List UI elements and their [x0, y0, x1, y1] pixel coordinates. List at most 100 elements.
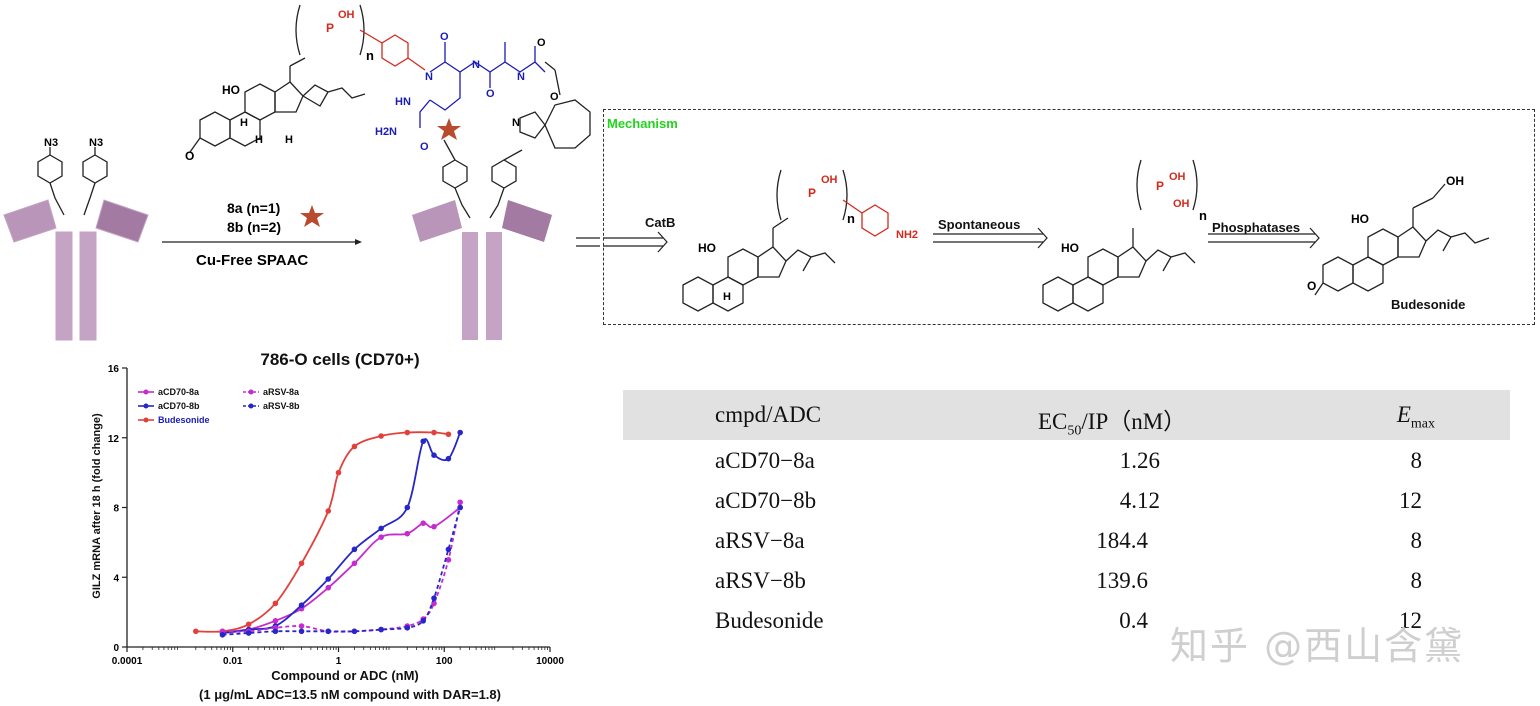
data-point-aRSV-8b [431, 595, 437, 601]
row-name: aCD70−8a [715, 448, 815, 473]
x-tick-label: 0.0001 [112, 656, 143, 665]
amide-o: O [486, 88, 495, 100]
steroid-ho: HO [222, 83, 240, 97]
data-point-aCD70-8a [272, 618, 279, 624]
data-point-aCD70-8a [420, 520, 427, 526]
header-ec50: EC50/IP（nM） [1038, 402, 1186, 440]
ether-o: O [550, 91, 559, 103]
row-name: aRSV−8b [715, 568, 806, 593]
table-row: aCD70−8b 4.12 12 [623, 480, 1510, 520]
legend-label: Budesonide [158, 415, 210, 425]
urea-nh: HN [395, 96, 411, 108]
y-tick-label: 12 [108, 434, 120, 445]
legend-marker [248, 389, 254, 395]
int1-ho: HO [698, 241, 716, 255]
header-emax-sub: max [1410, 416, 1435, 432]
data-point-aRSV-8b [325, 628, 332, 635]
data-point-aRSV-8b [351, 628, 358, 635]
row-emax: 8 [1410, 528, 1423, 553]
steroid-h: H [285, 134, 293, 146]
int2-oh: OH [1173, 198, 1190, 210]
catb-label: CatB [645, 215, 676, 230]
legend-label: aCD70-8a [158, 387, 200, 397]
data-point-aRSV-8b [298, 628, 305, 635]
phosphate-p: P [326, 21, 334, 35]
int1-nh2: NH2 [896, 229, 918, 241]
row-ec50: 0.4 [1119, 608, 1148, 633]
data-point-aCD70-8b [351, 546, 358, 553]
header-emax: Emax [1397, 402, 1435, 433]
data-point-aCD70-8b [404, 504, 411, 511]
azide-label: N3 [44, 137, 58, 149]
series-line-aCD70-8b [222, 432, 461, 634]
antibody-right [412, 200, 552, 340]
table-header: cmpd/ADC EC50/IP（nM） Emax [623, 390, 1510, 440]
mechanism-scheme: HO P OH n NH2 H HO P OH OH n OH HO O [603, 159, 1490, 312]
budesonide-o: O [1307, 279, 1316, 293]
legend-label: aRSV-8a [263, 387, 300, 397]
data-point-aCD70-8a [351, 560, 358, 567]
x-tick-label: 10000 [536, 656, 564, 665]
data-point-aRSV-8b [420, 618, 427, 624]
data-point-aRSV-8b [457, 504, 463, 511]
int2-oh: OH [1169, 171, 1186, 183]
table-row: aRSV−8b 139.6 8 [623, 560, 1510, 600]
spontaneous-label: Spontaneous [938, 217, 1021, 232]
data-point-Budesonide [351, 443, 358, 450]
triazole-n: N [512, 117, 520, 129]
int2-p: P [1156, 179, 1164, 193]
budesonide-ho: HO [1351, 212, 1369, 226]
amide-nh: N [517, 71, 525, 83]
int2-n: n [1199, 208, 1207, 223]
amide-o: O [440, 31, 449, 43]
azide-label: N3 [89, 137, 103, 149]
ec50-table: cmpd/ADC EC50/IP（nM） Emax aCD70−8a 1.26 … [623, 390, 1510, 640]
linker-repeat-n: n [366, 48, 374, 63]
data-point-aRSV-8b [378, 626, 384, 633]
amide-o: O [537, 37, 546, 49]
data-point-Budesonide [298, 560, 305, 567]
amide-nh: N [472, 59, 480, 71]
budesonide-oh: OH [1446, 174, 1464, 188]
data-point-aRSV-8b [445, 546, 452, 553]
data-point-Budesonide [404, 429, 411, 436]
x-tick-label: 1 [336, 656, 342, 665]
watermark: 知乎 @西山含黛 [1170, 624, 1465, 668]
data-point-aCD70-8b [445, 455, 452, 462]
data-point-aRSV-8a [298, 623, 305, 629]
int1-oh: OH [821, 174, 838, 186]
legend-label: aCD70-8b [158, 401, 200, 411]
reaction-scheme: N3 N3 8a (n=1) 8b (n=2) Cu-Free SPAAC O … [3, 4, 600, 341]
header-ec50-main: EC [1038, 409, 1068, 434]
phosphatases-label: Phosphatases [1212, 220, 1301, 235]
data-point-Budesonide [192, 628, 199, 635]
row-ec50: 1.26 [1119, 448, 1160, 473]
row-ec50: 184.4 [1096, 528, 1148, 553]
y-tick-label: 0 [113, 643, 119, 654]
data-point-aRSV-8b [245, 630, 252, 636]
data-point-aCD70-8b [325, 576, 332, 582]
steroid-h: H [255, 134, 263, 146]
legend-marker [143, 389, 149, 395]
data-point-Budesonide [445, 431, 452, 438]
header-ec50-rest: /IP（nM） [1081, 409, 1187, 434]
data-point-aRSV-8b [272, 628, 279, 635]
header-cmpd: cmpd/ADC [715, 402, 822, 427]
int2-ho: HO [1061, 241, 1079, 255]
x-axis-title: Compound or ADC (nM) [271, 668, 419, 683]
data-point-aCD70-8a [325, 584, 332, 591]
mechanism-label: Mechanism [607, 116, 678, 131]
row-emax: 12 [1399, 488, 1422, 513]
int1-h: H [723, 291, 731, 303]
x-axis-note: (1 μg/mL ADC=13.5 nM compound with DAR=1… [199, 687, 501, 702]
steroid-ketone-o: O [185, 149, 194, 163]
urea-nh2: H2N [375, 126, 397, 138]
row-emax: 12 [1399, 608, 1422, 633]
x-tick-label: 0.01 [223, 656, 243, 665]
data-point-aCD70-8b [378, 525, 384, 532]
table-row: aRSV−8a 184.4 8 [623, 520, 1510, 560]
legend-marker [143, 417, 149, 423]
row-ec50: 139.6 [1096, 568, 1148, 593]
header-ec50-sub: 50 [1067, 423, 1082, 439]
